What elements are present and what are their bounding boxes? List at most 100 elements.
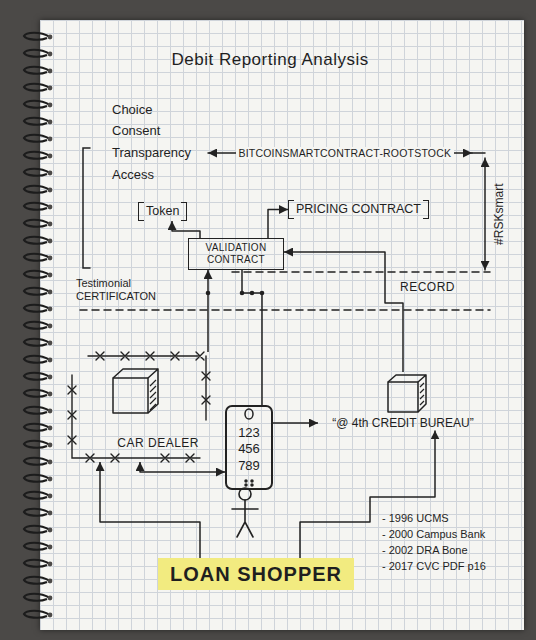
loan-shopper-tag: LOAN SHOPPER xyxy=(158,558,354,590)
blockchain-line xyxy=(472,152,485,154)
dashed-boundary xyxy=(232,271,490,273)
spiral-ring xyxy=(24,288,50,295)
paper-hole xyxy=(48,103,53,108)
paper-hole xyxy=(48,256,53,261)
spiral-ring xyxy=(24,135,50,142)
area-label: CAR DEALER xyxy=(117,436,199,450)
paper-hole xyxy=(48,392,53,397)
principle-word: Access xyxy=(112,167,154,183)
spiral-ring xyxy=(24,492,50,499)
history-note: - 2017 CVC PDF p16 xyxy=(382,560,486,573)
spiral-ring xyxy=(24,237,50,244)
spiral-ring xyxy=(24,118,50,125)
band-label: Testimonial CERTIFICATON xyxy=(76,277,176,303)
paper-hole xyxy=(48,137,53,142)
spiral-ring xyxy=(24,458,50,465)
box-text: Token xyxy=(146,204,179,219)
spiral-ring xyxy=(24,424,50,431)
paper-hole xyxy=(48,494,53,499)
spiral-ring xyxy=(24,322,50,329)
paper-hole xyxy=(48,579,53,584)
paper-hole xyxy=(48,120,53,125)
flow-connector xyxy=(207,270,209,352)
spiral-ring xyxy=(24,441,50,448)
spiral-ring xyxy=(24,509,50,516)
spiral-ring xyxy=(24,475,50,482)
flow-connector xyxy=(242,270,262,405)
paper-hole xyxy=(48,460,53,465)
paper-hole xyxy=(48,613,53,618)
principle-word: Choice xyxy=(112,102,152,118)
credit-bureau: “@ 4th CREDIT BUREAU” xyxy=(318,372,488,430)
paper-hole xyxy=(48,426,53,431)
list-bracket xyxy=(83,148,90,268)
flow-connector xyxy=(273,422,318,424)
box-text: VALIDATION CONTRACT xyxy=(193,242,279,266)
spiral-ring xyxy=(24,560,50,567)
paper-hole xyxy=(48,52,53,57)
box-text: PRICING CONTRACT xyxy=(296,202,421,217)
paper-hole xyxy=(48,341,53,346)
paper-hole xyxy=(48,409,53,414)
rsk-span-arrow xyxy=(484,158,486,270)
spiral-ring xyxy=(24,526,50,533)
spiral-ring xyxy=(24,101,50,108)
paper-hole xyxy=(48,154,53,159)
paper-hole xyxy=(48,171,53,176)
paper-hole xyxy=(48,69,53,74)
paper-hole xyxy=(48,443,53,448)
keypad-digits: 123 456 789 xyxy=(233,425,265,474)
highlight-label: LOAN SHOPPER xyxy=(170,562,342,586)
paper-hole xyxy=(48,545,53,550)
paper-hole xyxy=(48,35,53,40)
paper-hole xyxy=(48,239,53,244)
paper-hole xyxy=(48,324,53,329)
principle-word: Transparency xyxy=(112,145,191,161)
history-note: - 2000 Campus Bank xyxy=(382,528,485,541)
paper-hole xyxy=(48,477,53,482)
stick-figure xyxy=(232,488,258,537)
paper-hole xyxy=(48,205,53,210)
flow-connector xyxy=(140,462,225,472)
spiral-ring xyxy=(24,203,50,210)
paper-hole xyxy=(48,511,53,516)
paper-hole xyxy=(48,222,53,227)
paper-hole xyxy=(48,188,53,193)
diagram-title: Debit Reporting Analysis xyxy=(172,50,369,70)
dealer-cube xyxy=(113,369,158,413)
spiral-ring xyxy=(24,271,50,278)
flow-connector xyxy=(268,210,288,239)
history-note: - 1996 UCMS xyxy=(382,512,449,525)
spiral-ring xyxy=(24,50,50,57)
paper-hole xyxy=(48,290,53,295)
pricing-contract-box: PRICING CONTRACT xyxy=(288,200,429,219)
paper-hole xyxy=(48,358,53,363)
validation-contract-box: VALIDATION CONTRACT xyxy=(188,238,284,270)
spiral-ring xyxy=(24,186,50,193)
principle-word: Consent xyxy=(112,123,160,139)
bureau-label: “@ 4th CREDIT BUREAU” xyxy=(324,416,482,430)
paper-hole xyxy=(48,375,53,380)
spiral-ring xyxy=(24,305,50,312)
spiral-ring xyxy=(24,254,50,261)
bureau-cube xyxy=(388,375,426,412)
spiral-ring xyxy=(24,594,50,601)
spiral-ring xyxy=(24,390,50,397)
car-dealer-area: CAR DEALER xyxy=(68,352,213,462)
flow-connector xyxy=(284,252,403,372)
dealer-fence xyxy=(68,352,210,462)
flow-connector xyxy=(100,462,200,558)
paper-hole xyxy=(48,86,53,91)
spiral-ring xyxy=(24,356,50,363)
phone-keypad: 123 456 789 xyxy=(225,405,273,490)
spiral-ring xyxy=(24,67,50,74)
spiral-ring xyxy=(24,543,50,550)
spiral-binding xyxy=(24,33,50,618)
spiral-ring xyxy=(24,33,50,40)
spiral-ring xyxy=(24,407,50,414)
hashtag-label: #RSKsmart xyxy=(492,184,506,245)
spiral-ring xyxy=(24,152,50,159)
spiral-ring xyxy=(24,169,50,176)
spiral-ring xyxy=(24,577,50,584)
